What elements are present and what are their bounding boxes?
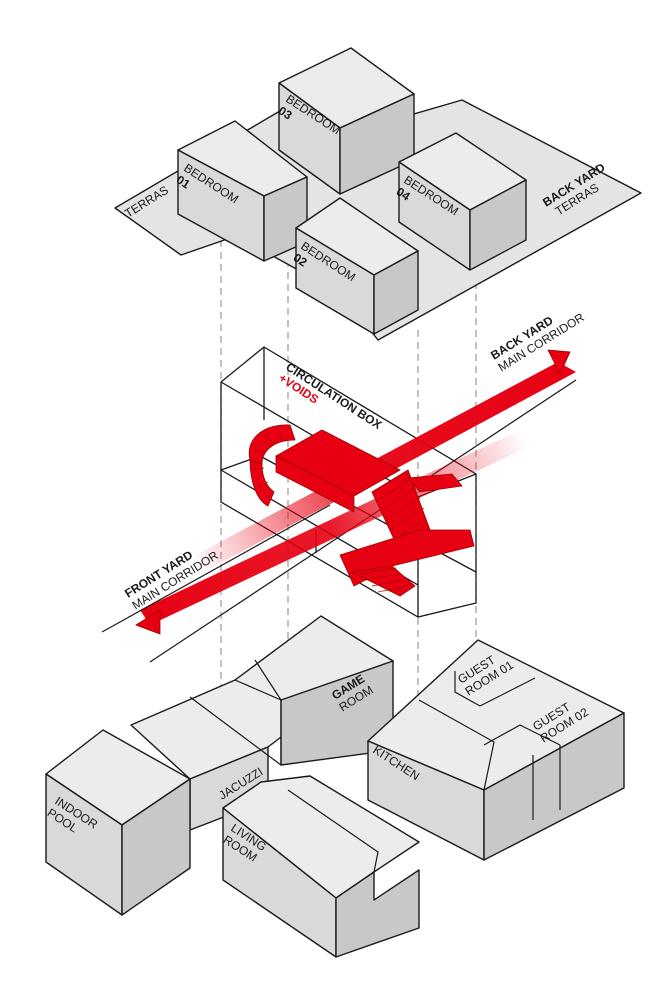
central-platform [275,429,475,597]
front-yard-arrow-head [135,609,161,635]
upper-level [114,47,642,341]
indoor-pool-block [45,729,191,916]
bedroom-03-block [278,47,415,195]
spiral-stair [248,424,296,507]
bedroom-04-block [398,132,527,271]
back-yard-arrow-head [547,349,571,375]
bedroom-02-block [295,197,419,335]
living-room-block [222,775,420,958]
middle-level [101,346,577,663]
lower-level [45,615,625,958]
kitchen-block [367,639,625,861]
